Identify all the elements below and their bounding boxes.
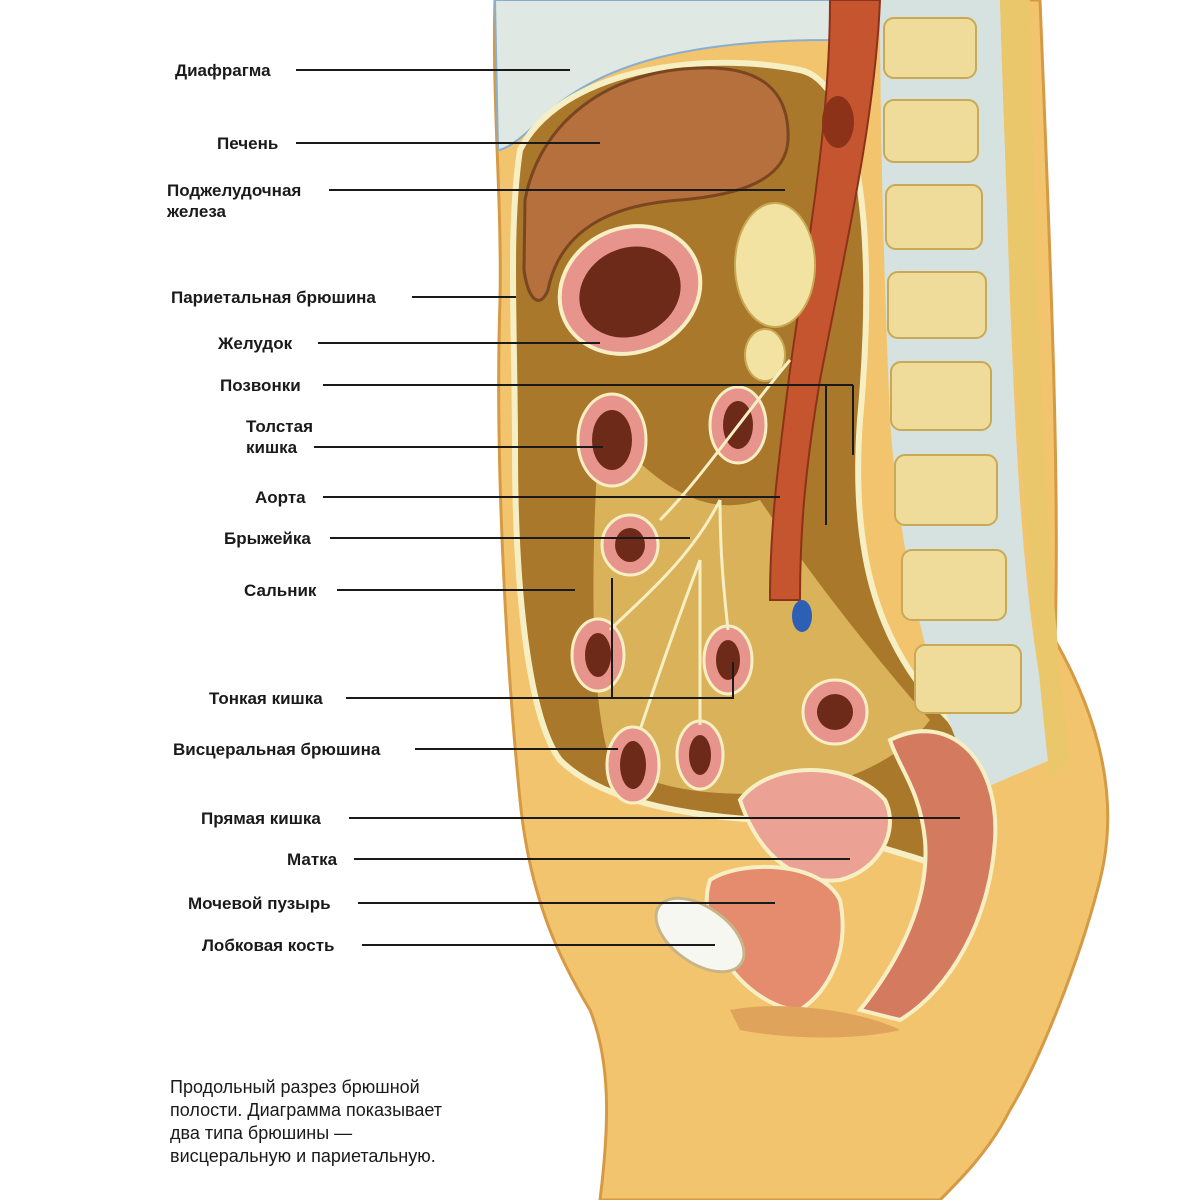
label-liver: Печень <box>217 133 278 154</box>
label-bladder: Мочевой пузырь <box>188 893 331 914</box>
label-rectum: Прямая кишка <box>201 808 321 829</box>
label-pancreas-line1: Поджелудочная <box>167 180 301 201</box>
aorta-cross-section <box>822 96 854 148</box>
label-vertebrae: Позвонки <box>220 375 301 396</box>
label-colon-line1: Толстая <box>246 416 313 437</box>
label-pubic-bone: Лобковая кость <box>202 935 334 956</box>
caption-line-3: два типа брюшины — <box>170 1122 530 1145</box>
pancreas-shape <box>735 203 815 327</box>
vena-cava-cross-section <box>792 600 812 632</box>
label-colon-line2: кишка <box>246 437 297 458</box>
label-mesentery: Брыжейка <box>224 528 311 549</box>
label-parietal-peritoneum: Париетальная брюшина <box>171 287 376 308</box>
label-visceral-peritoneum: Висцеральная брюшина <box>173 739 380 760</box>
label-small-intestine: Тонкая кишка <box>209 688 323 709</box>
label-uterus: Матка <box>287 849 337 870</box>
label-pancreas-line2: железа <box>167 201 226 222</box>
figure-caption: Продольный разрез брюшной полости. Диагр… <box>170 1076 530 1168</box>
label-aorta: Аорта <box>255 487 306 508</box>
caption-line-4: висцеральную и париетальную. <box>170 1145 530 1168</box>
label-omentum: Сальник <box>244 580 316 601</box>
label-stomach: Желудок <box>218 333 292 354</box>
caption-line-2: полости. Диаграмма показывает <box>170 1099 530 1122</box>
label-diaphragm: Диафрагма <box>175 60 271 81</box>
caption-line-1: Продольный разрез брюшной <box>170 1076 530 1099</box>
